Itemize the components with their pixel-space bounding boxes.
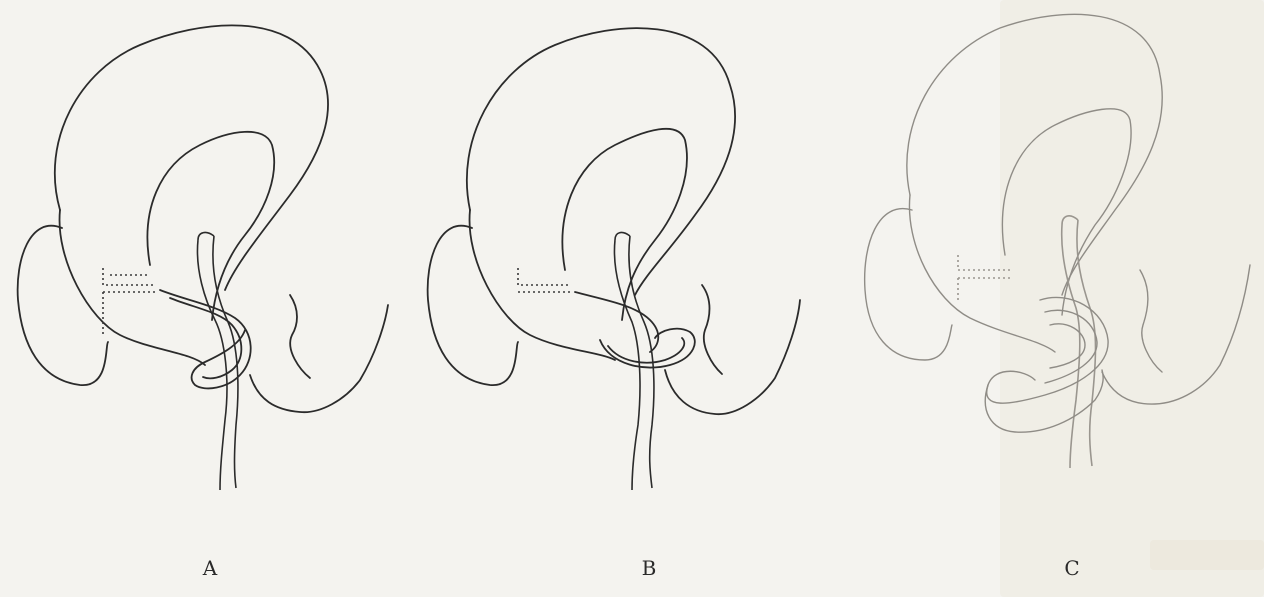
tube-left-edge bbox=[614, 240, 640, 490]
coil-outer bbox=[987, 297, 1108, 403]
outer-loop-outline bbox=[907, 14, 1162, 295]
panel-b-svg bbox=[410, 0, 830, 540]
tube-hook bbox=[615, 233, 630, 240]
right-small-curve bbox=[1140, 270, 1162, 372]
coil-hook bbox=[985, 370, 1103, 432]
scan-stain bbox=[1150, 540, 1264, 570]
left-lobe-outline bbox=[865, 209, 952, 360]
outer-loop-outline bbox=[467, 28, 735, 295]
right-small-curve bbox=[290, 295, 310, 378]
twist-loop-inner bbox=[608, 338, 684, 363]
right-small-curve bbox=[702, 285, 722, 374]
twist-loop bbox=[600, 329, 695, 368]
panel-c-drawing: C bbox=[840, 0, 1264, 540]
panel-label: C bbox=[1057, 556, 1087, 580]
panel-label: A bbox=[195, 556, 225, 580]
tube-left-edge bbox=[1062, 225, 1080, 468]
inner-loop-outline bbox=[562, 129, 686, 320]
panel-b-drawing: B bbox=[410, 0, 830, 540]
twist-upper-loop bbox=[575, 292, 658, 352]
panel-label: B bbox=[634, 556, 664, 580]
twist-loop-inner bbox=[170, 298, 241, 378]
tube-hook bbox=[198, 233, 214, 240]
right-curve-outline bbox=[1102, 265, 1250, 404]
lower-body-outline bbox=[60, 210, 205, 365]
right-curve-outline bbox=[250, 305, 388, 412]
panel-a-svg bbox=[0, 0, 420, 540]
tube-left-edge bbox=[197, 240, 227, 490]
coil-middle bbox=[1045, 310, 1097, 383]
dotted-boundary bbox=[103, 268, 155, 335]
panel-a-drawing: A bbox=[0, 0, 420, 540]
dotted-boundary bbox=[518, 268, 570, 292]
outer-loop-outline bbox=[55, 25, 328, 290]
dotted-boundary bbox=[958, 255, 1010, 300]
tube-hook bbox=[1062, 216, 1078, 225]
panel-c-svg bbox=[840, 0, 1264, 540]
lower-body-outline bbox=[909, 195, 1055, 352]
